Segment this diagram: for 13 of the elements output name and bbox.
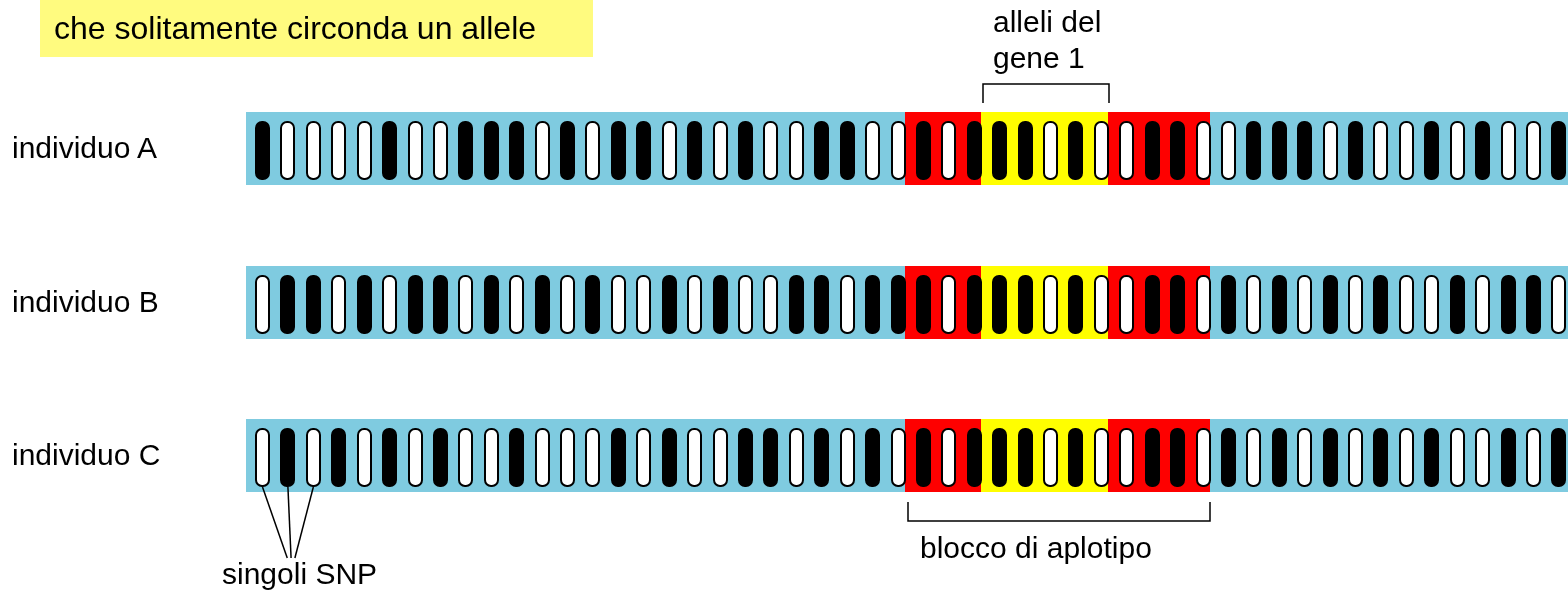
leader-line <box>294 486 315 559</box>
note-box: che solitamente circonda un allele <box>40 0 593 57</box>
row-label: individuo C <box>12 437 161 473</box>
snp-marker <box>280 428 296 487</box>
row-label: individuo A <box>12 130 158 166</box>
snp-marker <box>255 428 270 487</box>
leader-line <box>287 486 292 559</box>
bracket-label: alleli del gene 1 <box>993 4 1103 76</box>
bracket-label: blocco di aplotipo <box>920 530 1152 566</box>
snp-marker <box>305 428 321 487</box>
leader-label: singoli SNP <box>222 556 378 592</box>
row-label: individuo B <box>12 284 159 320</box>
leader-line <box>261 486 288 559</box>
